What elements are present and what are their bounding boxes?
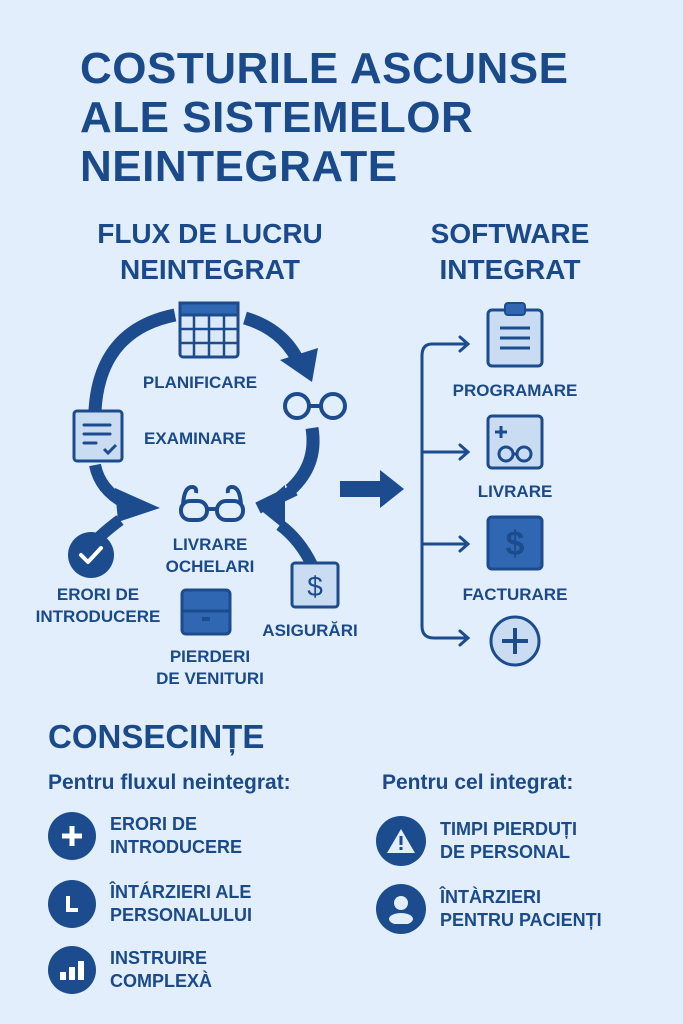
consequence-line-1: ÎNTÀRZIERI — [440, 887, 541, 907]
consequence-item: ERORI DE INTRODUCERE — [48, 812, 242, 860]
label-livrare-ochelari: LIVRARE OCHELARI — [135, 534, 285, 578]
clipboard-icon — [486, 302, 544, 368]
svg-text:$: $ — [506, 525, 525, 563]
right-heading-line-1: SOFTWARE — [430, 218, 590, 249]
consequence-item: TIMPI PIERDUȚI DE PERSONAL — [376, 816, 577, 866]
label-examinare: EXAMINARE — [143, 429, 246, 448]
pierderi-line-1: PIERDERI — [169, 647, 251, 666]
user-icon — [376, 884, 426, 934]
consequences-title: CONSECINȚE — [48, 718, 265, 755]
round-glasses-icon — [283, 392, 347, 420]
right-column-heading: SOFTWARE INTEGRAT — [400, 216, 620, 288]
clock-icon — [48, 880, 96, 928]
medical-glasses-icon — [486, 414, 544, 470]
erori-line-2: INTRODUCERE — [35, 607, 161, 626]
warning-icon — [376, 816, 426, 866]
check-circle-icon — [68, 532, 114, 578]
consequence-line-2: DE PERSONAL — [440, 842, 571, 862]
consequence-item: ÎNTÀRZIERI PENTRU PACIENȚI — [376, 884, 602, 934]
consequence-line-1: ERORI DE — [110, 814, 198, 834]
title-line-3: NEINTEGRATE — [80, 142, 398, 191]
left-heading-line-1: FLUX DE LUCRU — [97, 218, 323, 249]
consequence-line-1: INSTRUIRE — [110, 948, 208, 968]
left-heading-line-2: NEINTEGRAT — [120, 254, 300, 285]
dollar-icon: $ — [290, 561, 340, 609]
calendar-icon — [178, 301, 240, 359]
livrare-ochelari-line-2: OCHELARI — [165, 557, 255, 576]
title-line-1: COSTURILE ASCUNSE — [80, 44, 569, 93]
erori-line-1: ERORI DE — [56, 585, 140, 604]
glasses-icon — [179, 484, 245, 522]
dollar-icon: $ — [486, 515, 544, 571]
label-livrare: LIVRARE — [477, 482, 553, 501]
consequence-item: ÎNTÁRZIERI ALE PERSONALULUI — [48, 880, 252, 928]
document-check-icon — [72, 409, 124, 463]
right-arrow-icon — [340, 470, 404, 508]
label-planificare: PLANIFICARE — [142, 373, 258, 392]
label-erori-introducere: ERORI DE INTRODUCERE — [18, 584, 178, 628]
label-pierderi-venituri: PIERDERI DE VENITURI — [140, 646, 280, 690]
bar-chart-icon — [48, 946, 96, 994]
non-integrated-heading: Pentru fluxul neintegrat: — [48, 771, 291, 794]
consequence-line-1: TIMPI PIERDUȚI — [440, 819, 578, 839]
page-title: COSTURILE ASCUNSE ALE SISTEMELOR NEINTEG… — [80, 44, 640, 191]
consequence-line-2: COMPLEXÀ — [110, 971, 213, 991]
workflow-cycle-arrows — [87, 308, 320, 568]
integrated-heading: Pentru cel integrat: — [382, 771, 574, 794]
plus-icon — [48, 812, 96, 860]
right-heading-line-2: INTEGRAT — [439, 254, 581, 285]
left-column-heading: FLUX DE LUCRU NEINTEGRAT — [70, 216, 350, 288]
label-facturare: FACTURARE — [462, 585, 568, 604]
pierderi-line-2: DE VENITURI — [156, 669, 264, 688]
consequence-item: INSTRUIRE COMPLEXÀ — [48, 946, 212, 994]
label-programare: PROGRAMARE — [452, 381, 578, 400]
title-line-2: ALE SISTEMELOR — [80, 93, 474, 142]
drawer-icon — [180, 588, 232, 636]
svg-text:$: $ — [307, 571, 323, 602]
consequence-line-2: INTRODUCERE — [110, 837, 243, 857]
label-asigurari: ASIGURĂRI — [262, 621, 358, 640]
branch-connector-arrows — [420, 335, 471, 647]
consequence-line-1: ÎNTÁRZIERI ALE — [110, 882, 252, 902]
livrare-ochelari-line-1: LIVRARE — [172, 535, 248, 554]
plus-circle-icon[interactable] — [488, 614, 542, 668]
consequence-line-2: PERSONALULUI — [110, 905, 253, 925]
consequence-line-2: PENTRU PACIENȚI — [440, 910, 602, 930]
